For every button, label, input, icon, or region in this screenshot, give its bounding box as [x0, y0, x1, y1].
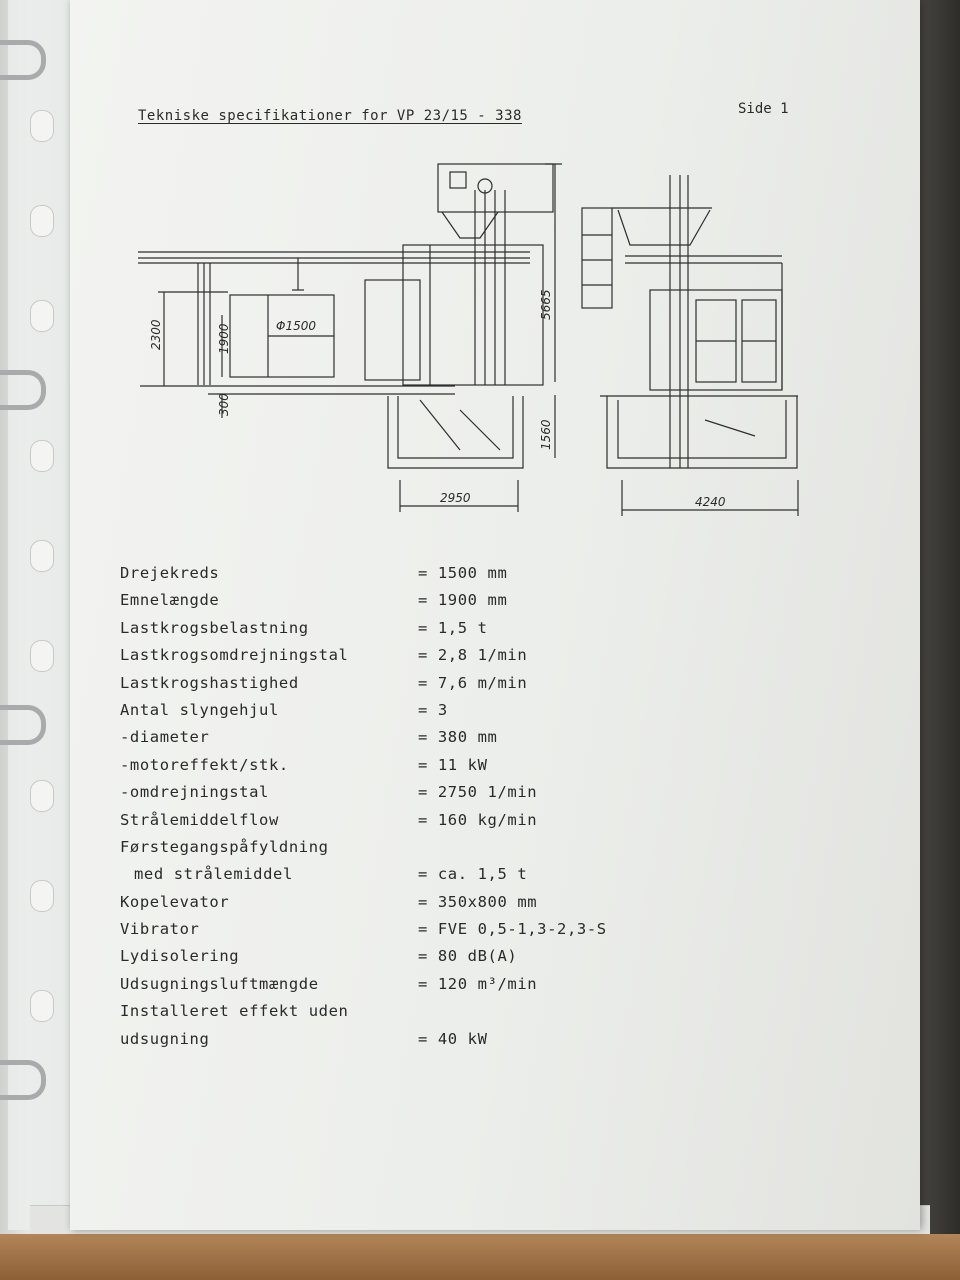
dimension-label: 5665 [539, 289, 553, 320]
specification-list: Drejekreds= 1500 mm Emnelængde= 1900 mm … [110, 560, 750, 1053]
front-view-side-panel [581, 207, 613, 309]
spec-label: med strålemiddel [134, 865, 293, 884]
spec-row: Vibrator = FVE 0,5-1,3-2,3-S [110, 916, 750, 943]
spec-value: = 2,8 1/min [418, 646, 528, 665]
spec-value: = 160 kg/min [418, 810, 538, 829]
binder-ring [0, 1060, 46, 1100]
dimension-label: 300 [217, 393, 231, 416]
spec-value: = FVE 0,5-1,3-2,3-S [418, 920, 607, 939]
spec-row: Lastkrogsbelastning = 1,5 t [110, 615, 750, 642]
spec-value: = ca. 1,5 t [418, 865, 528, 884]
punch-hole [30, 880, 54, 912]
spec-row: Førstegangspåfyldning [110, 834, 750, 861]
dimension-label: 2950 [440, 491, 471, 505]
punch-hole [30, 205, 54, 237]
spec-label: Drejekreds [120, 564, 220, 582]
spec-row: Udsugningsluftmængde = 120 m³/min [110, 971, 750, 998]
front-view-pit [606, 396, 798, 469]
spec-row: -motoreffekt/stk. = 11 kW [110, 752, 750, 779]
technical-drawing: 2300 1900 300 Φ1500 5665 1560 2950 4240 [138, 163, 799, 516]
document-title: Tekniske specifikationer for VP 23/15 - … [138, 108, 522, 124]
spec-row: Installeret effekt uden [110, 998, 750, 1025]
spec-value: = 40 kW [418, 1029, 488, 1048]
spec-row: Emnelængde = 1900 mm [110, 587, 750, 614]
spec-label: Kopelevator [120, 892, 230, 911]
spec-label: Lastkrogsbelastning [120, 618, 309, 637]
dimension-label: 2300 [149, 319, 163, 350]
spec-label: Emnelængde [120, 591, 220, 610]
punch-hole [30, 990, 54, 1022]
spec-row: Strålemiddelflow = 160 kg/min [110, 807, 750, 834]
dimension-label: 1900 [217, 323, 231, 354]
pit-outline [387, 396, 524, 469]
spec-value: = 1500 mm [418, 564, 508, 582]
document-page: Tekniske specifikationer for VP 23/15 - … [70, 0, 920, 1230]
spec-value: = 1900 mm [418, 591, 508, 610]
spec-row: udsugning = 40 kW [110, 1026, 750, 1053]
spec-value: = 2750 1/min [418, 783, 538, 802]
spec-label: Vibrator [120, 920, 200, 939]
spec-row: -omdrejningstal = 2750 1/min [110, 779, 750, 806]
spec-value: = 3 [418, 700, 448, 719]
spec-value: = 7,6 m/min [418, 673, 528, 692]
punch-hole [30, 110, 54, 142]
spec-value: = 350x800 mm [418, 892, 538, 911]
punch-hole [30, 440, 54, 472]
spec-row: Lastkrogshastighed = 7,6 m/min [110, 670, 750, 697]
spec-row: Lydisolering = 80 dB(A) [110, 943, 750, 970]
spec-row: Kopelevator = 350x800 mm [110, 889, 750, 916]
punch-hole [30, 300, 54, 332]
spec-value: = 80 dB(A) [418, 947, 518, 966]
punch-hole [30, 780, 54, 812]
spec-label: Installeret effekt uden [120, 1002, 349, 1021]
punch-hole [30, 640, 54, 672]
spec-value: = 120 m³/min [418, 974, 538, 993]
spec-row: -diameter = 380 mm [110, 724, 750, 751]
spec-label: Lydisolering [120, 947, 240, 966]
binder-ring [0, 370, 46, 410]
spec-value: = 380 mm [418, 728, 498, 747]
spec-label: Udsugningsluftmængde [120, 974, 319, 993]
dimension-label: Φ1500 [276, 319, 316, 333]
spec-label: udsugning [120, 1029, 210, 1048]
spec-value: = 1,5 t [418, 618, 488, 637]
spec-row: Drejekreds = 1500 mm [110, 560, 750, 587]
elevator-top [437, 163, 554, 213]
spec-label: Lastkrogsomdrejningstal [120, 646, 349, 665]
spec-label: Lastkrogshastighed [120, 673, 299, 692]
spec-label: -diameter [120, 728, 210, 747]
table-surface [0, 1234, 960, 1280]
dimension-label: 4240 [695, 495, 726, 509]
binder-ring [0, 40, 46, 80]
blast-chamber [402, 244, 544, 386]
spec-label: -omdrejningstal [120, 783, 269, 802]
spec-row: Lastkrogsomdrejningstal = 2,8 1/min [110, 642, 750, 669]
spec-value: = 11 kW [418, 755, 488, 774]
spec-label: Førstegangspåfyldning [120, 837, 329, 856]
spec-row: med strålemiddel = ca. 1,5 t [110, 861, 750, 888]
spec-label: Antal slyngehjul [120, 700, 279, 719]
spec-label: -motoreffekt/stk. [120, 755, 289, 774]
sheet-protector-sleeve [8, 0, 71, 1230]
binder-ring [0, 705, 46, 745]
page-number: Side 1 [738, 101, 789, 117]
punch-hole [30, 540, 54, 572]
spec-row: Antal slyngehjul = 3 [110, 697, 750, 724]
dimension-label: 1560 [539, 419, 553, 450]
spec-label: Strålemiddelflow [120, 810, 279, 829]
